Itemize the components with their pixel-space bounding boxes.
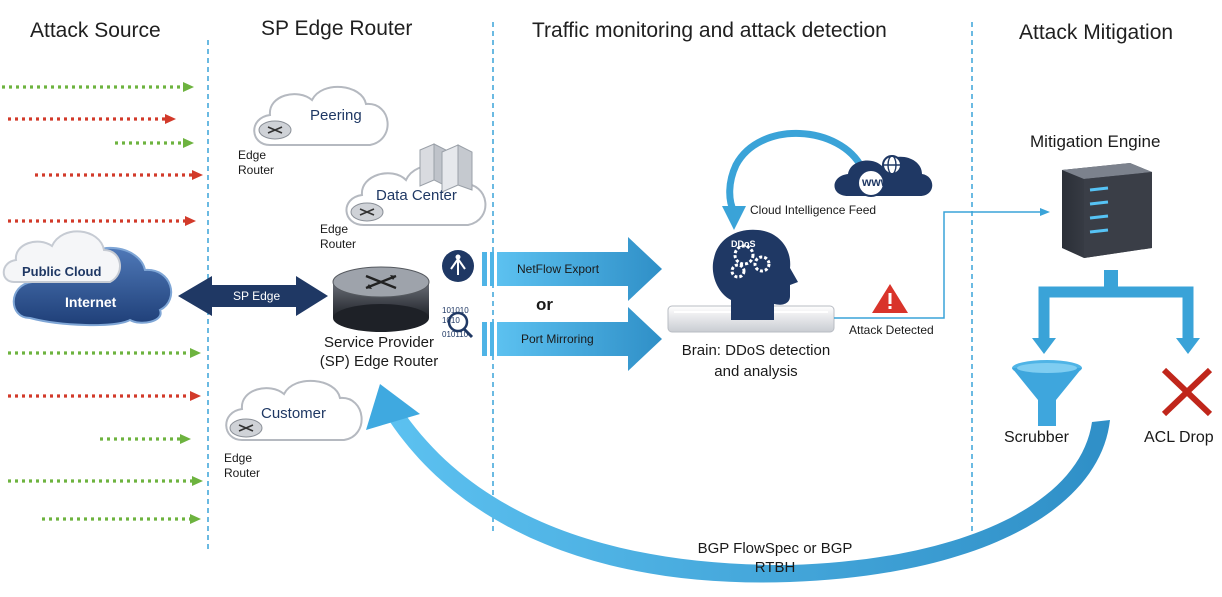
brain-label-line2: and analysis: [714, 363, 798, 380]
binary-text-3: 010110: [442, 330, 469, 339]
attack-arrow-green: [8, 348, 201, 358]
edge-router-label-customer: Edge Router: [224, 451, 261, 480]
internet-label: Internet: [65, 294, 117, 310]
brain-head-icon: [712, 229, 798, 320]
sp-edge-label: SP Edge: [233, 289, 281, 303]
data-center-label: Data Center: [376, 187, 457, 204]
attack-traffic-arrows: [2, 82, 203, 524]
header-traffic-monitoring: Traffic monitoring and attack detection: [532, 19, 887, 42]
port-mirroring-label: Port Mirroring: [521, 332, 594, 346]
attack-arrow-green: [8, 476, 203, 486]
port-mirroring-arrow: [482, 307, 662, 371]
attack-arrow-green: [2, 82, 194, 92]
packet-inspection-icon: [447, 311, 474, 339]
acl-drop-x-icon: [1161, 367, 1213, 417]
sp-edge-double-arrow: [178, 276, 328, 316]
www-cloud-icon: [834, 155, 933, 197]
public-cloud: [2, 230, 121, 283]
attack-arrow-green: [100, 434, 191, 444]
customer-label: Customer: [261, 405, 327, 422]
attack-arrow-green: [42, 514, 201, 524]
mitigation-engine-label: Mitigation Engine: [1030, 132, 1161, 151]
header-attack-mitigation: Attack Mitigation: [1019, 21, 1174, 44]
attack-arrow-green: [115, 138, 194, 148]
header-attack-source: Attack Source: [30, 19, 161, 42]
edge-router-label-peering: Edge Router: [238, 148, 275, 177]
binary-text-1: 101010: [442, 306, 469, 315]
mitigation-server-icon: [1062, 163, 1152, 258]
bgp-label-line1: BGP FlowSpec or BGP: [697, 540, 853, 557]
brain-label-line1: Brain: DDoS detection: [681, 342, 831, 359]
netflow-export-label: NetFlow Export: [517, 262, 600, 276]
cloud-intelligence-feed-label: Cloud Intelligence Feed: [750, 203, 877, 217]
peering-label: Peering: [310, 107, 362, 124]
attack-arrow-red: [8, 391, 201, 401]
netflow-export-arrow: [482, 237, 662, 301]
edge-router-icon-customer: [229, 418, 263, 438]
www-label: www: [862, 175, 891, 189]
service-provider-label-line2: (SP) Edge Router: [319, 353, 439, 370]
funnel-icon: [1012, 360, 1082, 426]
attack-detected-label: Attack Detected: [849, 323, 934, 337]
acl-drop-label: ACL Drop: [1144, 429, 1214, 446]
warning-icon: [872, 284, 908, 313]
netflow-icon: [442, 250, 474, 282]
service-provider-label-line1: Service Provider: [323, 334, 435, 351]
public-cloud-label: Public Cloud: [22, 264, 102, 279]
binary-text-2: 1010: [442, 316, 460, 325]
header-sp-edge-router: SP Edge Router: [261, 17, 413, 40]
attack-arrow-red: [8, 216, 196, 226]
attack-arrow-red: [35, 170, 203, 180]
bgp-label-line2: RTBH: [754, 559, 796, 576]
edge-router-icon-datacenter: [350, 202, 384, 222]
scrubber-label: Scrubber: [1004, 429, 1069, 446]
attack-arrow-red: [8, 114, 176, 124]
edge-router-icon-peering: [258, 120, 292, 140]
bgp-return-arrow: [366, 384, 1110, 583]
cloud-intelligence-arrow: [722, 130, 866, 230]
mitigation-split-arrows: [1032, 270, 1200, 354]
attack-detected-line: [834, 208, 1050, 319]
ddos-label: DDoS: [731, 239, 756, 249]
edge-router-label-datacenter: Edge Router: [320, 222, 357, 251]
or-label: or: [536, 295, 553, 314]
data-center-servers-icon: [419, 143, 473, 193]
sp-edge-router-icon: [332, 266, 430, 332]
